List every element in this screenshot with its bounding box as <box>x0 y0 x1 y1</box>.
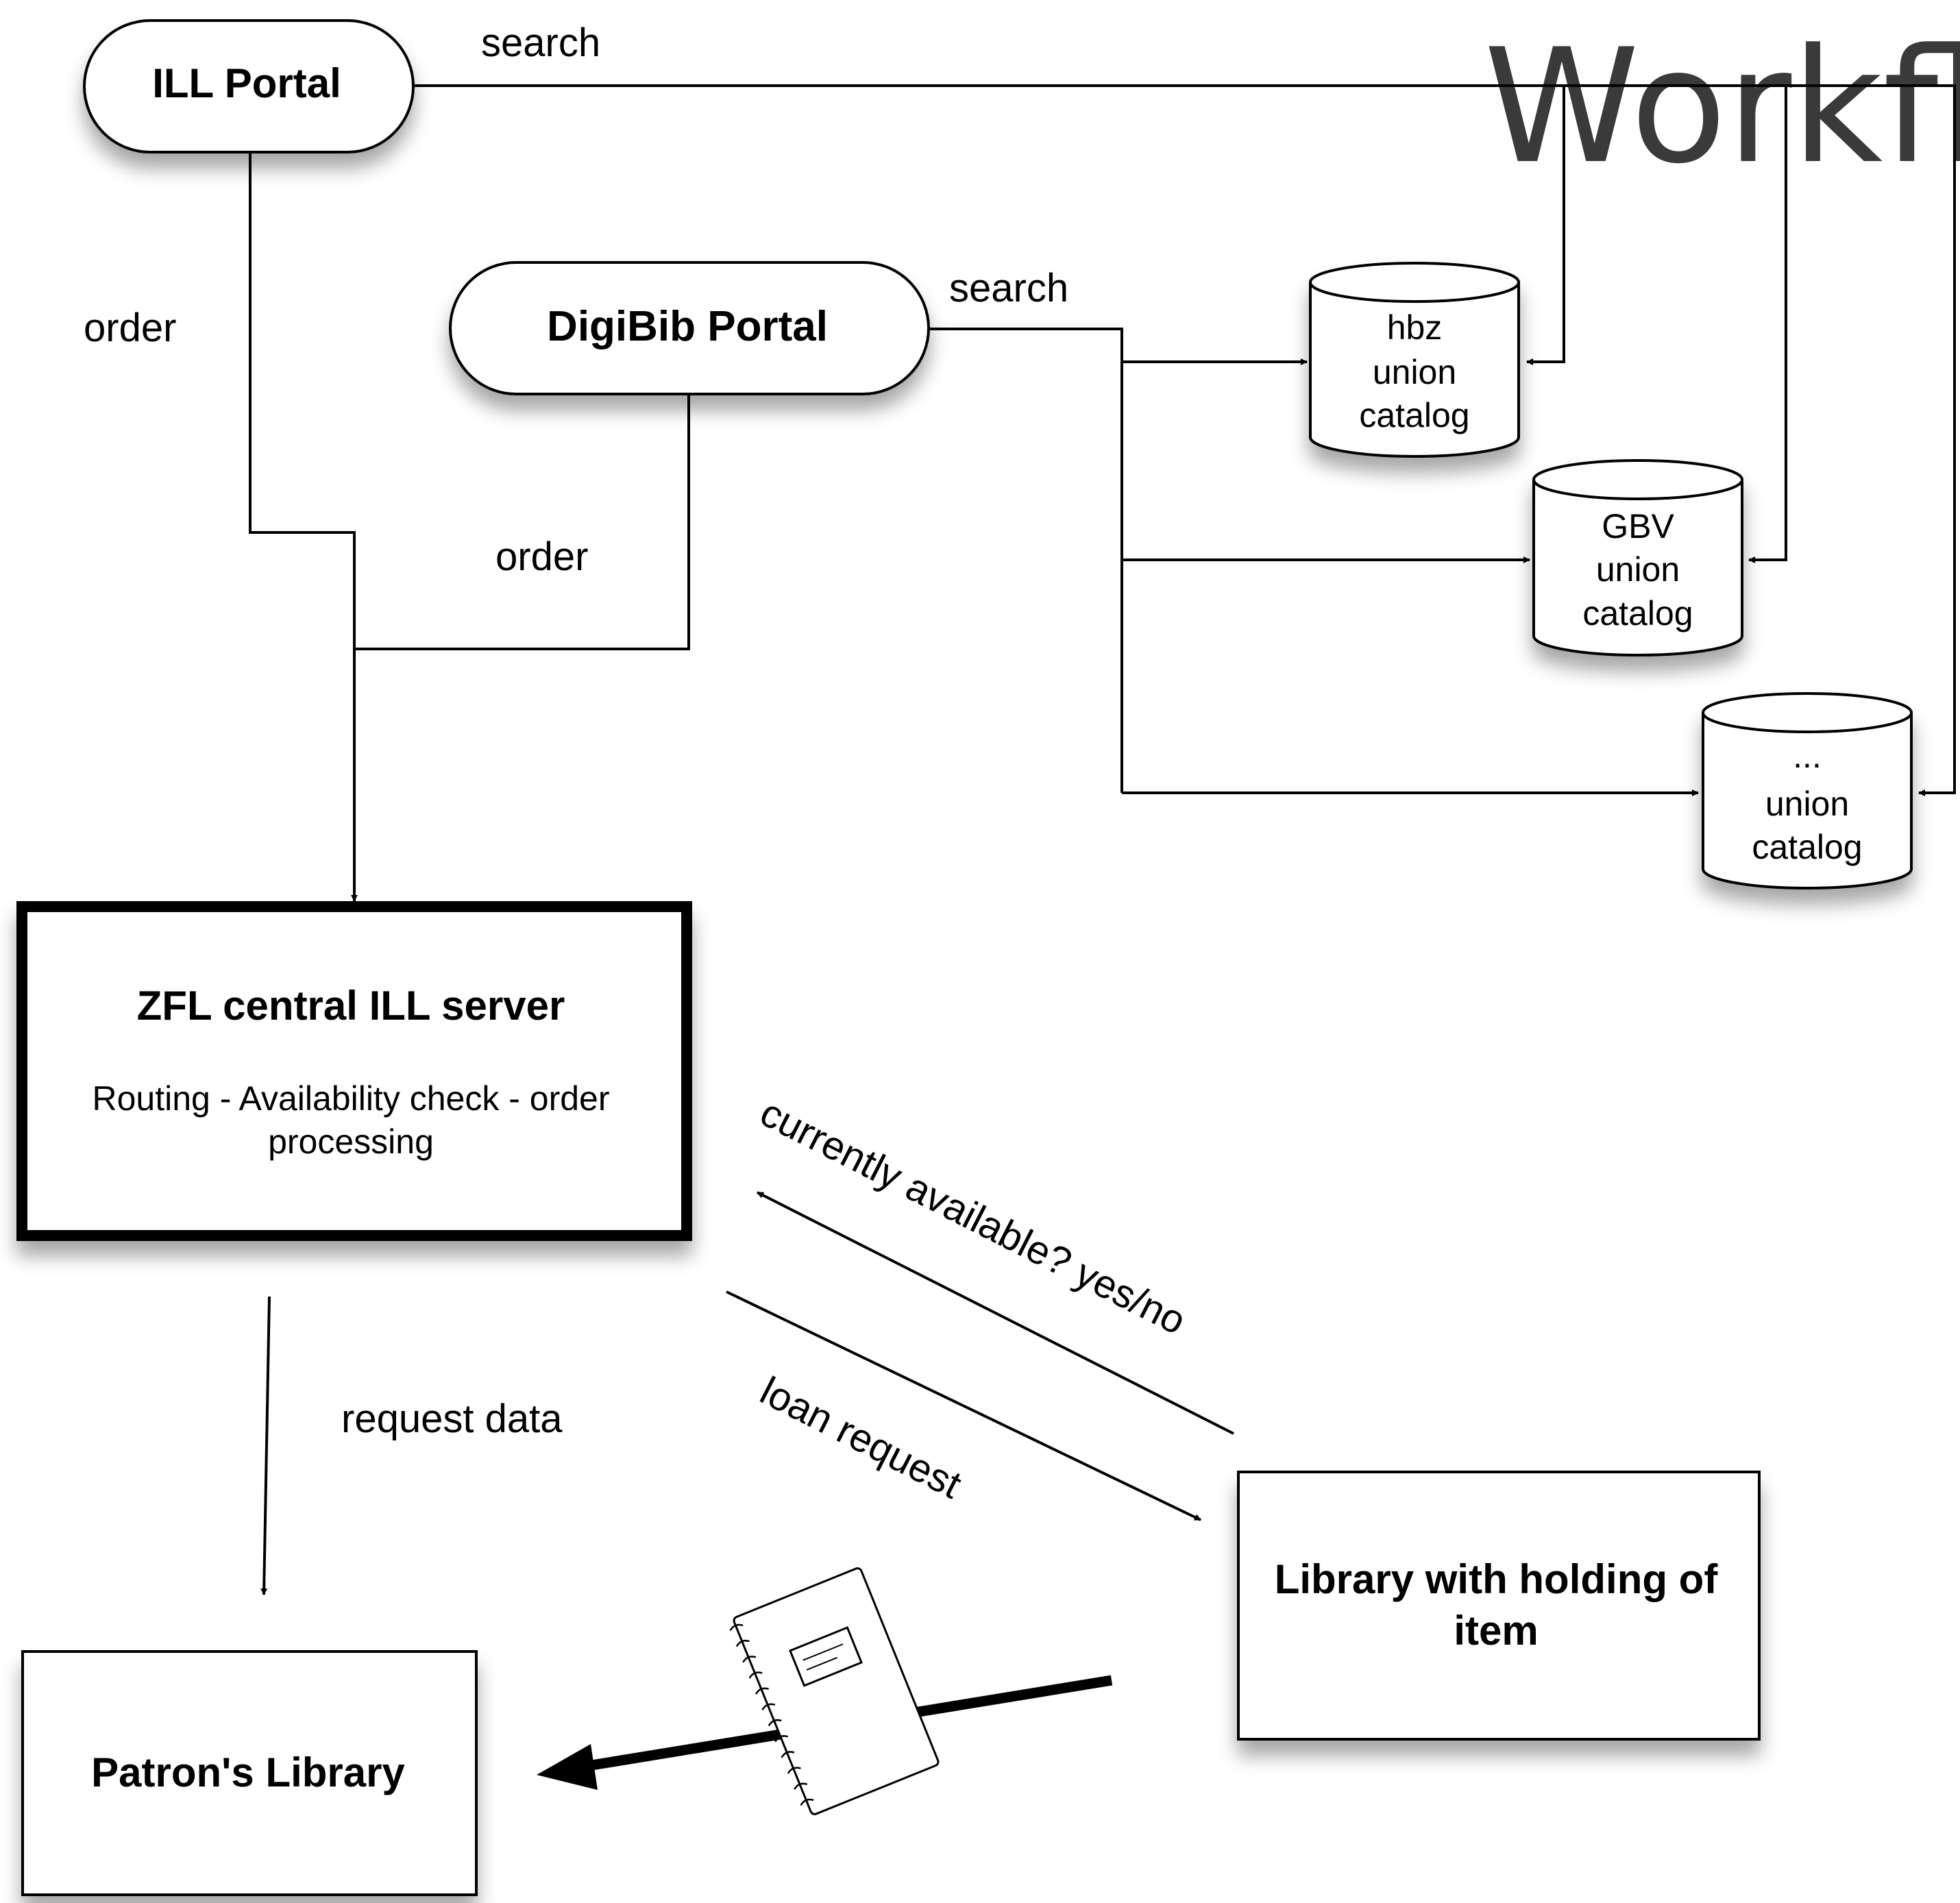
patrons-library-node <box>21 1650 478 1896</box>
zfl-server-sub-1: Routing - Availability check - order <box>93 1079 610 1118</box>
digibib-search-line <box>929 328 1123 793</box>
connectors <box>249 84 1956 1595</box>
gbv-catalog-text: GBV union catalog <box>1582 507 1693 633</box>
ill-order-label: order <box>84 306 176 350</box>
request-data-arrow <box>260 1296 271 1595</box>
other-line-3: catalog <box>1752 828 1862 866</box>
book-icon <box>729 1567 940 1815</box>
hbz-catalog-node <box>1309 262 1520 458</box>
ill-portal-node <box>83 19 415 154</box>
digibib-search-label: search <box>949 266 1068 310</box>
diagram-title: Workfl <box>1484 16 1960 199</box>
other-line-2: union <box>1765 785 1849 823</box>
hbz-line-2: union <box>1373 353 1456 391</box>
ill-order-line <box>249 152 358 902</box>
digibib-portal-label: DigiBib Portal <box>547 303 828 350</box>
digibib-order-line <box>354 394 690 650</box>
other-catalog-text: ... union catalog <box>1752 737 1862 866</box>
ill-search-label: search <box>481 21 600 65</box>
loan-request-arrow <box>726 1290 1201 1521</box>
holding-library-line-2: item <box>1454 1608 1538 1654</box>
zfl-server-sub-2: processing <box>268 1122 434 1161</box>
hbz-line-3: catalog <box>1359 396 1469 434</box>
holding-library-line-1: Library with holding of <box>1275 1556 1719 1602</box>
ill-search-to-hbz <box>1526 86 1565 365</box>
patrons-library-label: Patron's Library <box>91 1749 405 1795</box>
other-line-1: ... <box>1793 737 1822 775</box>
other-catalog-node <box>1702 692 1913 889</box>
hbz-catalog-text: hbz union catalog <box>1359 308 1469 434</box>
gbv-line-2: union <box>1596 550 1680 589</box>
request-data-label: request data <box>341 1397 563 1441</box>
zfl-server-node <box>16 901 692 1241</box>
holding-library-node <box>1237 1471 1761 1741</box>
hbz-line-1: hbz <box>1387 308 1443 347</box>
gbv-line-1: GBV <box>1602 507 1674 545</box>
digibib-portal-node <box>449 261 930 395</box>
gbv-line-3: catalog <box>1582 594 1693 633</box>
ill-search-to-gbv <box>1748 86 1787 563</box>
availability-arrow <box>757 1191 1234 1435</box>
availability-label: currently available? yes/no <box>753 1090 1192 1344</box>
loan-request-label: loan request <box>753 1368 968 1508</box>
gbv-catalog-node <box>1532 459 1743 656</box>
ill-search-line <box>413 84 1956 796</box>
ill-portal-label: ILL Portal <box>152 60 341 106</box>
zfl-server-title: ZFL central ILL server <box>137 983 565 1029</box>
digibib-order-label: order <box>495 535 588 579</box>
